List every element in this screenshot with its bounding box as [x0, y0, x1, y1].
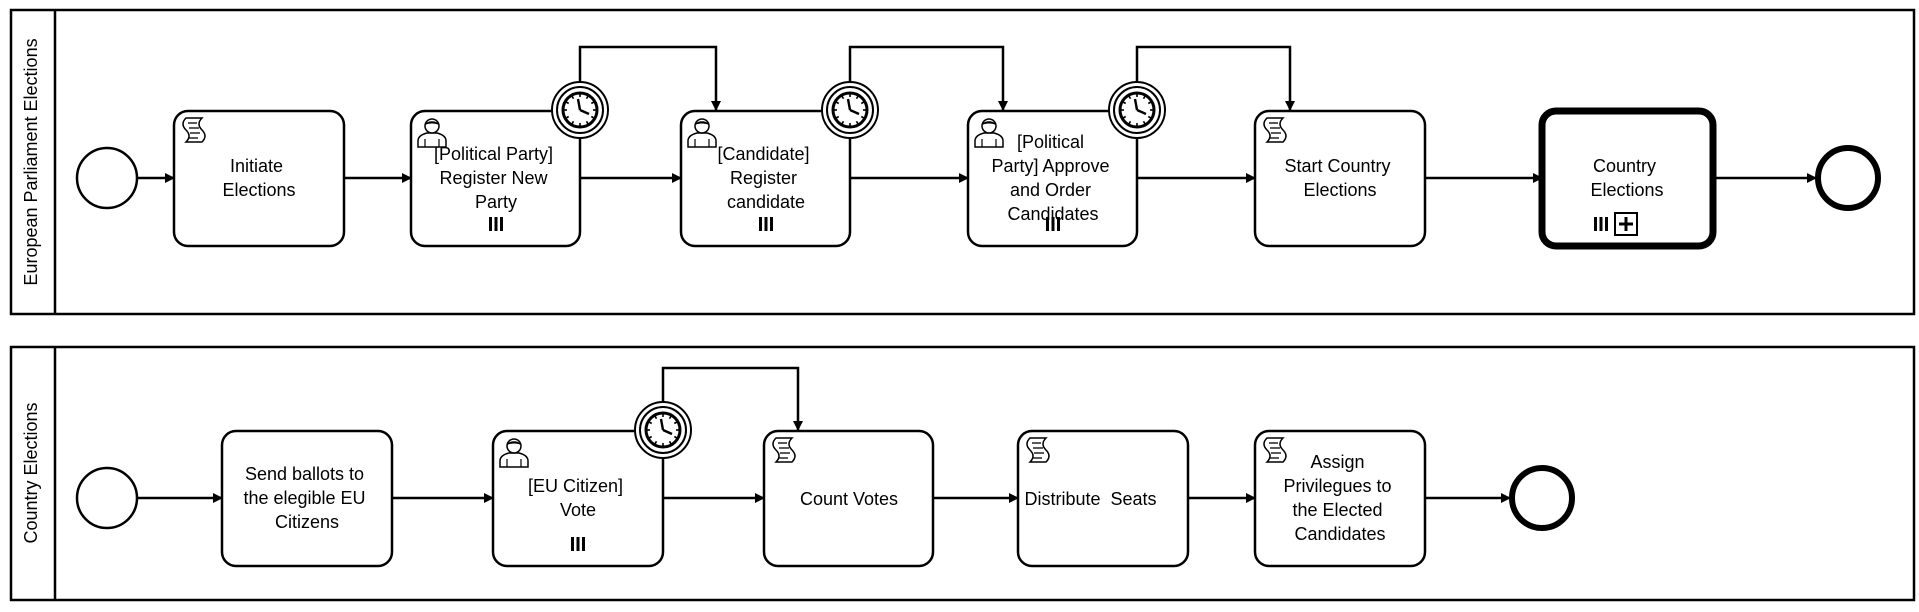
task-send-ballots[interactable]: Send ballots to the elegible EU Citizens — [220, 429, 394, 568]
task-label: [Candidate] Register candidate — [717, 144, 814, 212]
parallel-multi-instance-icon — [571, 537, 585, 551]
timer-icon[interactable] — [820, 80, 880, 140]
pool-label: Country Elections — [21, 402, 41, 543]
task-frame — [1538, 107, 1717, 250]
flow-timer-1-to-register-candidate[interactable] — [578, 45, 721, 111]
task-distribute-seats[interactable]: Distribute Seats — [0, 0, 1190, 568]
flow-timer-3-to-start-country[interactable] — [1135, 45, 1295, 111]
parallel-multi-instance-icon — [1594, 217, 1608, 231]
task-label: [EU Citizen] Vote — [528, 476, 628, 520]
task-approve-and-order-candidates[interactable]: [Political Party] Approve and Order Cand… — [966, 109, 1139, 248]
task-label: Distribute Seats — [1024, 489, 1156, 509]
parallel-multi-instance-icon — [489, 217, 503, 231]
task-frame — [1253, 109, 1427, 248]
collapsed-subprocess-icon — [1614, 212, 1638, 236]
task-frame — [679, 109, 852, 248]
task-frame — [491, 429, 665, 568]
flow-timer-2-to-approve[interactable] — [848, 45, 1008, 111]
pool-label: European Parliament Elections — [21, 38, 41, 285]
task-frame — [966, 109, 1139, 248]
task-register-new-party[interactable]: [Political Party] Register New Party — [409, 109, 582, 248]
task-label: Initiate Elections — [222, 156, 295, 200]
task-frame — [172, 109, 346, 248]
task-vote[interactable]: [EU Citizen] Vote — [491, 429, 665, 568]
timer-icon[interactable] — [550, 80, 610, 140]
call-activity-country-elections[interactable]: Country Elections — [1538, 107, 1717, 250]
task-count-votes[interactable]: Count Votes — [762, 429, 935, 568]
task-label: Count Votes — [800, 489, 898, 509]
parallel-multi-instance-icon — [759, 217, 773, 231]
task-label: [Political Party] Register New Party — [434, 144, 558, 212]
task-register-candidate[interactable]: [Candidate] Register candidate — [679, 109, 852, 248]
flow-timer-4-to-count[interactable] — [661, 366, 803, 431]
end-event[interactable] — [1815, 145, 1881, 211]
task-frame — [762, 429, 935, 568]
start-event[interactable] — [75, 466, 139, 530]
task-label: Send ballots to the elegible EU Citizens — [243, 464, 370, 532]
start-event[interactable] — [75, 146, 139, 210]
task-initiate-elections[interactable]: Initiate Elections — [172, 109, 346, 248]
task-start-country-elections[interactable]: Start Country Elections — [1253, 109, 1427, 248]
task-label: Start Country Elections — [1284, 156, 1395, 200]
timer-icon[interactable] — [633, 400, 693, 460]
timer-icon[interactable] — [1107, 80, 1167, 140]
end-event[interactable] — [1509, 465, 1575, 531]
task-assign-privilegues[interactable]: Assign Privilegues to the Elected Candid… — [1253, 429, 1427, 568]
task-frame — [1016, 429, 1190, 568]
parallel-multi-instance-icon — [1046, 217, 1060, 231]
sequence-flows-pool-1 — [138, 45, 1817, 183]
task-label: Country Elections — [1590, 156, 1663, 200]
sequence-flows-pool-2 — [138, 366, 1511, 503]
task-frame — [409, 109, 582, 248]
task-label: Assign Privilegues to the Elected Candid… — [1283, 452, 1396, 544]
task-frame — [220, 429, 394, 568]
task-label: [Political Party] Approve and Order Cand… — [991, 132, 1114, 224]
task-frame — [1253, 429, 1427, 568]
